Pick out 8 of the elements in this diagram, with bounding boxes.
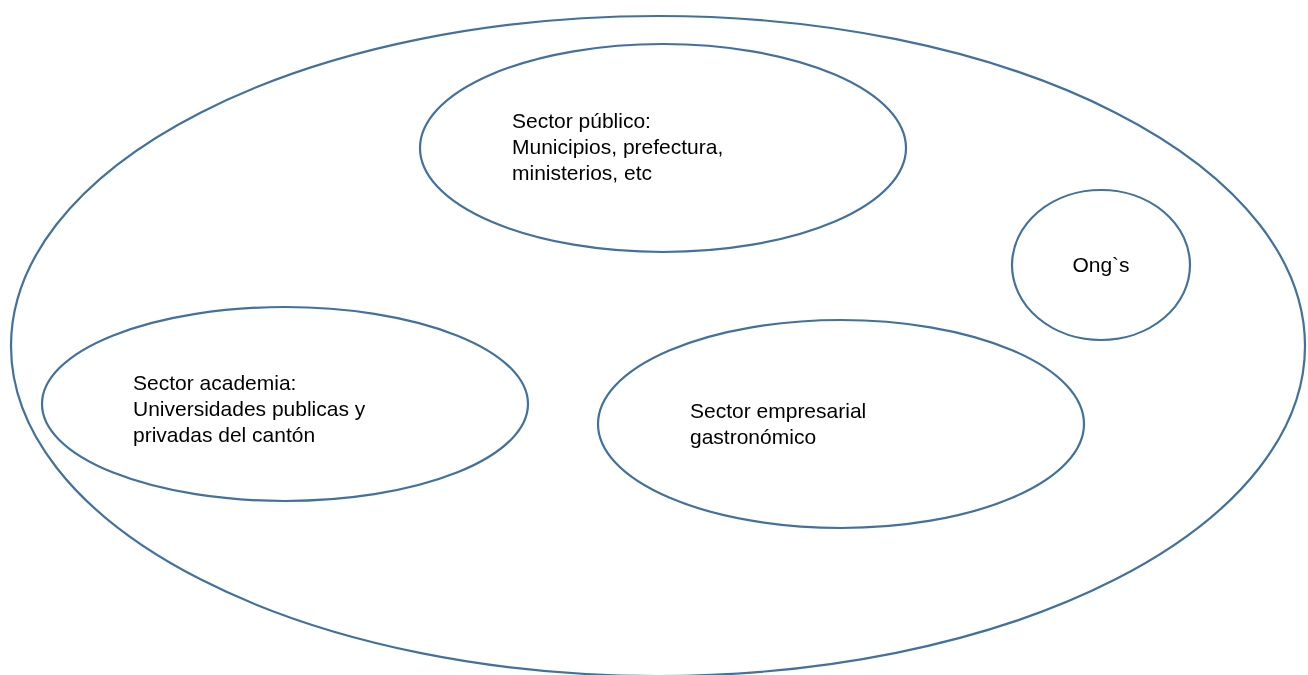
ellipse-shape: [41, 306, 529, 502]
node-text: Ong`s: [1071, 252, 1131, 278]
ellipse-shape: [597, 319, 1085, 529]
node-text: Sector academia: Universidades publicas y privadas del cantón: [133, 370, 367, 448]
node-text: Sector empresarial gastronómico: [690, 398, 868, 450]
ellipse-shape: [1011, 189, 1191, 341]
node-text: Sector público: Municipios, prefectura, ministerios, etc: [512, 108, 725, 186]
ellipse-shape: [419, 43, 907, 253]
